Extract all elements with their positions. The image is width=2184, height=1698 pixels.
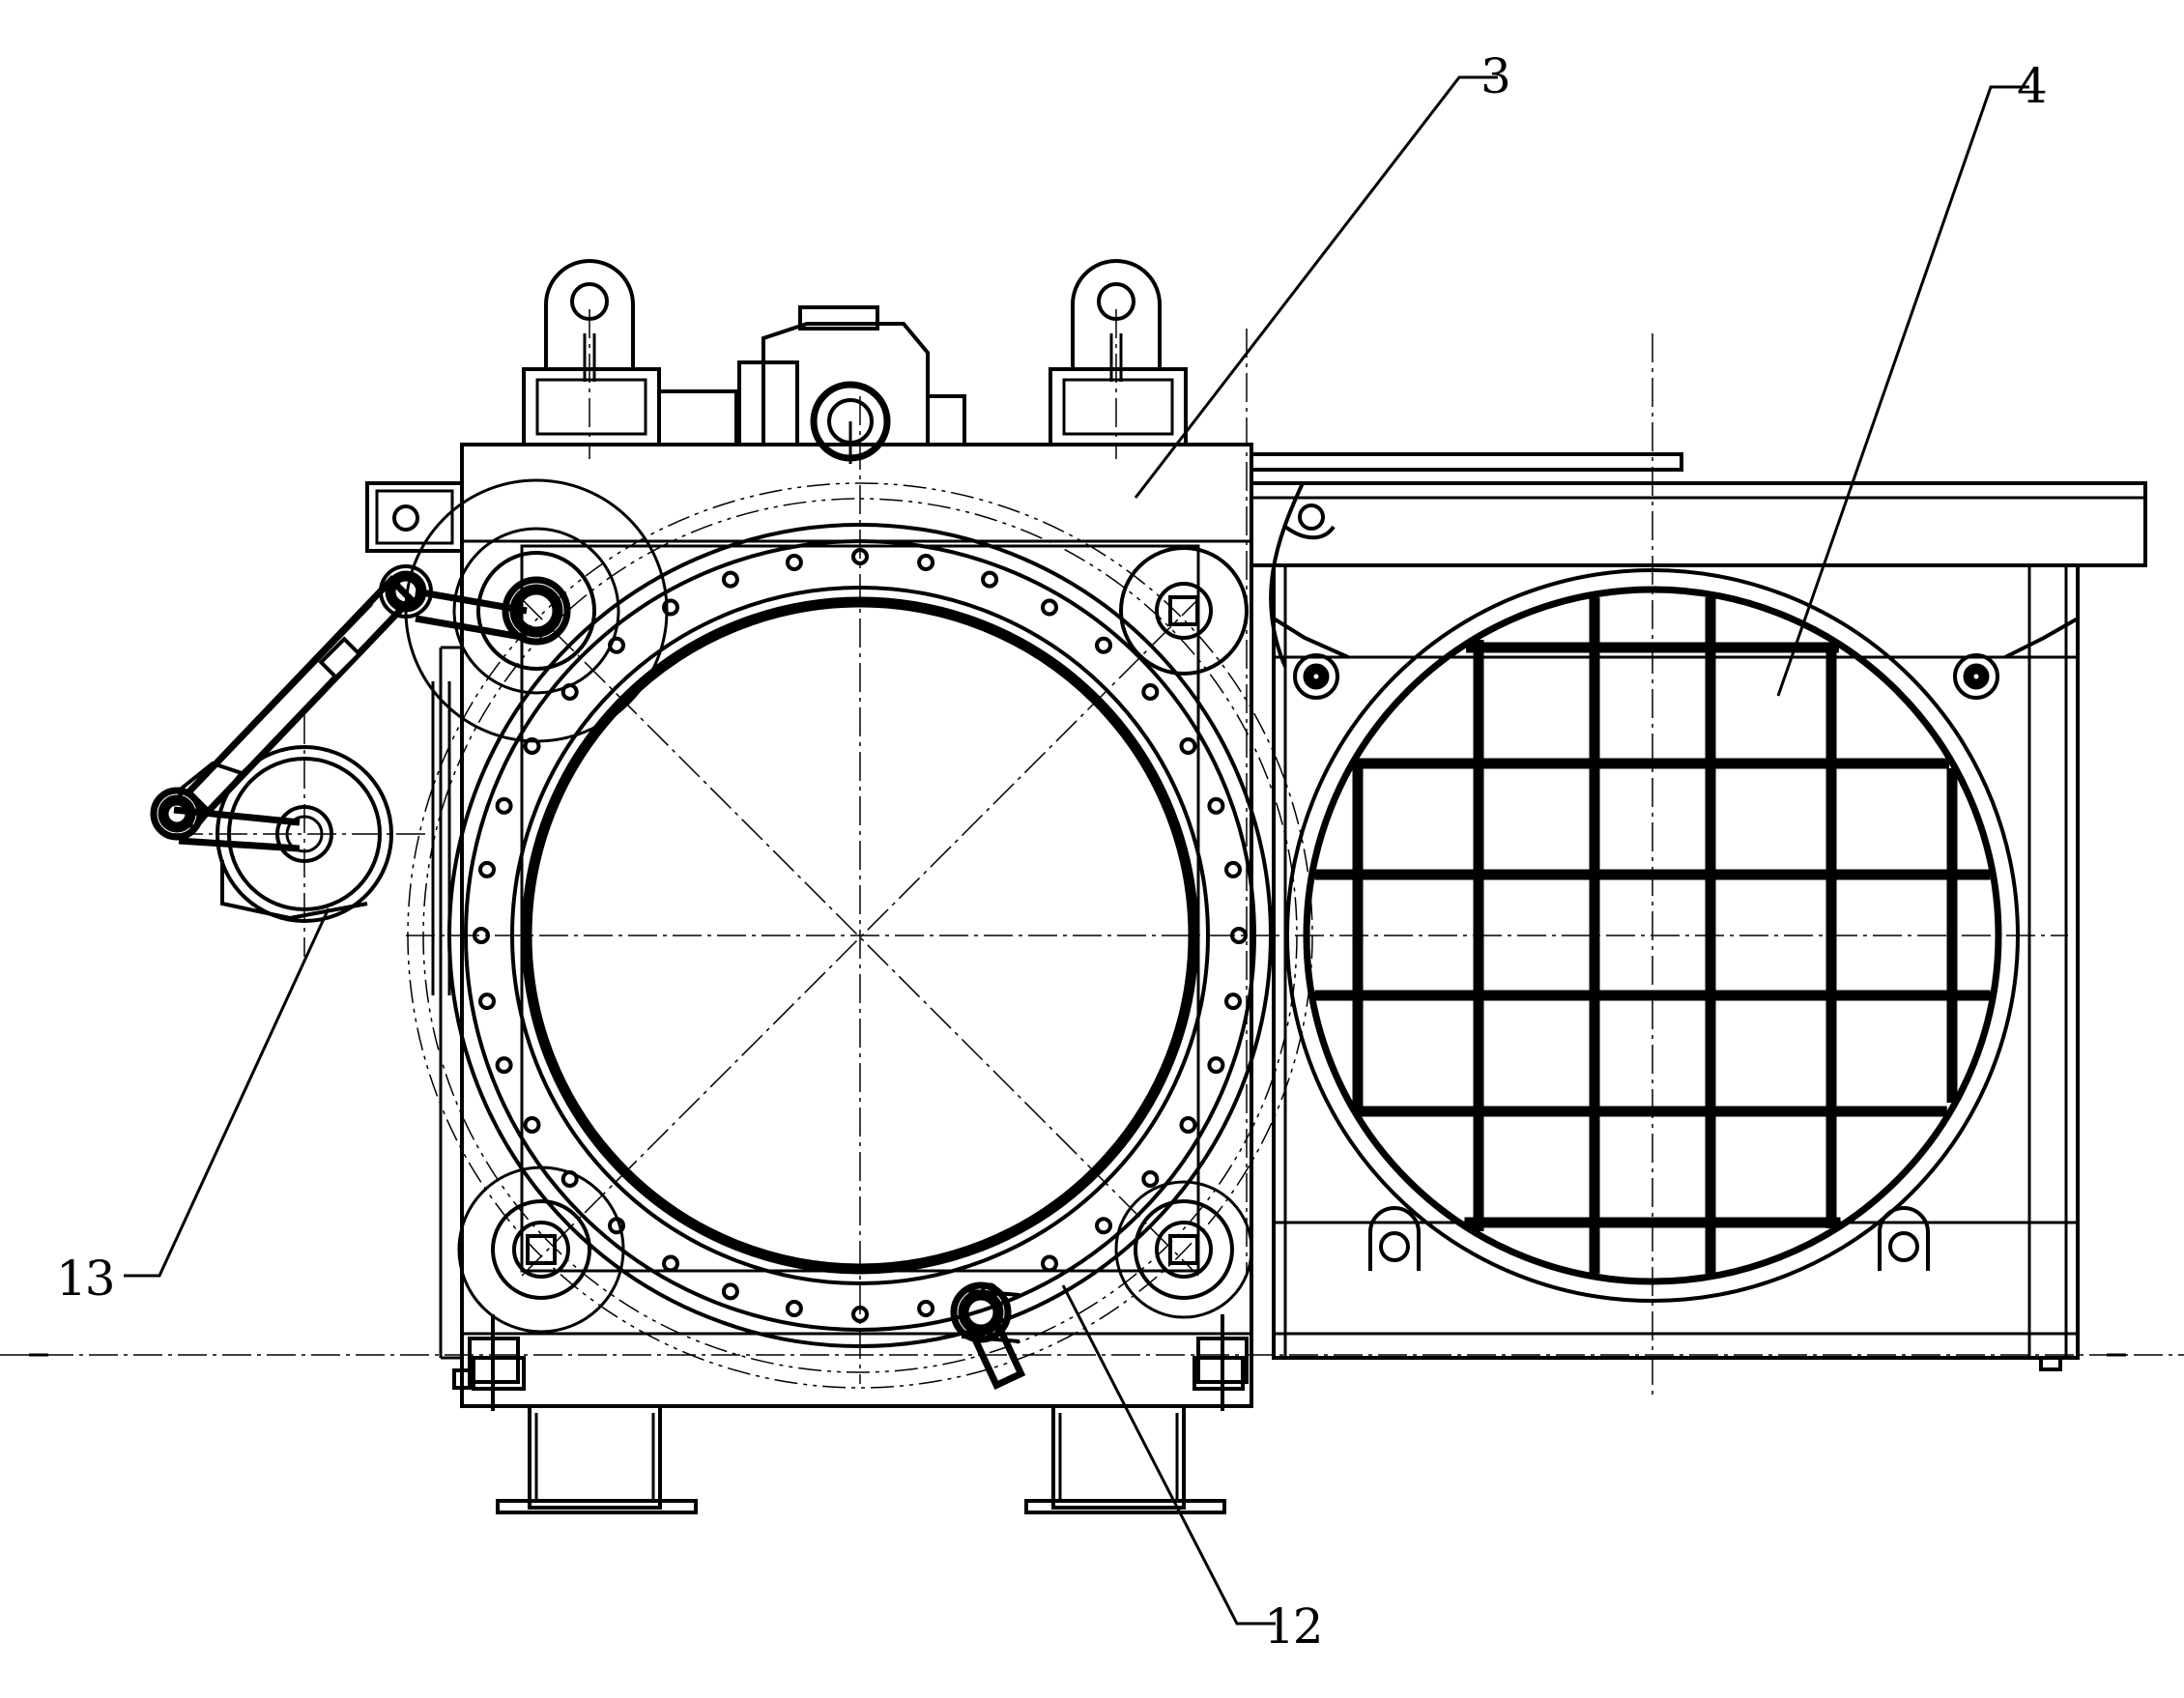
bolt-hole xyxy=(983,573,996,587)
top-beam-left xyxy=(367,483,462,551)
bolt-hole xyxy=(1097,1219,1110,1232)
legs xyxy=(498,1406,1224,1512)
bolt-hole xyxy=(526,1118,539,1132)
bolt-hole xyxy=(919,1302,933,1315)
roller-top-left xyxy=(406,480,667,741)
bolt-hole xyxy=(1043,1257,1056,1271)
bolt-hole xyxy=(724,573,737,587)
bolt-hole xyxy=(498,1058,511,1072)
bolt-hole xyxy=(1097,639,1110,652)
bolt-hole xyxy=(480,863,494,877)
lifting-lug-right xyxy=(1050,261,1186,445)
drive-wheel-left xyxy=(174,715,425,957)
callout-4: 4 xyxy=(2017,58,2048,114)
bolt-hole xyxy=(1209,1058,1222,1072)
bolt-hole xyxy=(1182,1118,1195,1132)
bolt-hole xyxy=(1209,799,1222,813)
leader-lines xyxy=(124,77,2029,1624)
bolt-hole xyxy=(498,799,511,813)
gearbox xyxy=(659,307,964,464)
bolt-hole xyxy=(788,556,801,569)
bolt-hole xyxy=(919,556,933,569)
bolt-hole xyxy=(1226,863,1240,877)
bolt-hole xyxy=(1182,739,1195,753)
bolt-hole xyxy=(664,1257,677,1271)
roller-bottom-right xyxy=(1116,1182,1251,1317)
right-rollers xyxy=(1295,655,1997,1271)
bolt-hole xyxy=(1226,994,1240,1008)
bolt-hole xyxy=(724,1284,737,1298)
bolt-hole xyxy=(1143,685,1157,699)
lifting-lug-left xyxy=(524,261,659,445)
top-beam-right xyxy=(1251,454,2145,565)
roller-top-right xyxy=(1121,548,1247,674)
bolt-hole xyxy=(1143,1172,1157,1186)
bolt-hole xyxy=(480,994,494,1008)
callout-12: 12 xyxy=(1264,1598,1322,1655)
bolt-hole xyxy=(1043,601,1056,615)
callout-13: 13 xyxy=(56,1251,114,1307)
callout-3: 3 xyxy=(1480,48,1511,104)
bolt-hole xyxy=(788,1302,801,1315)
